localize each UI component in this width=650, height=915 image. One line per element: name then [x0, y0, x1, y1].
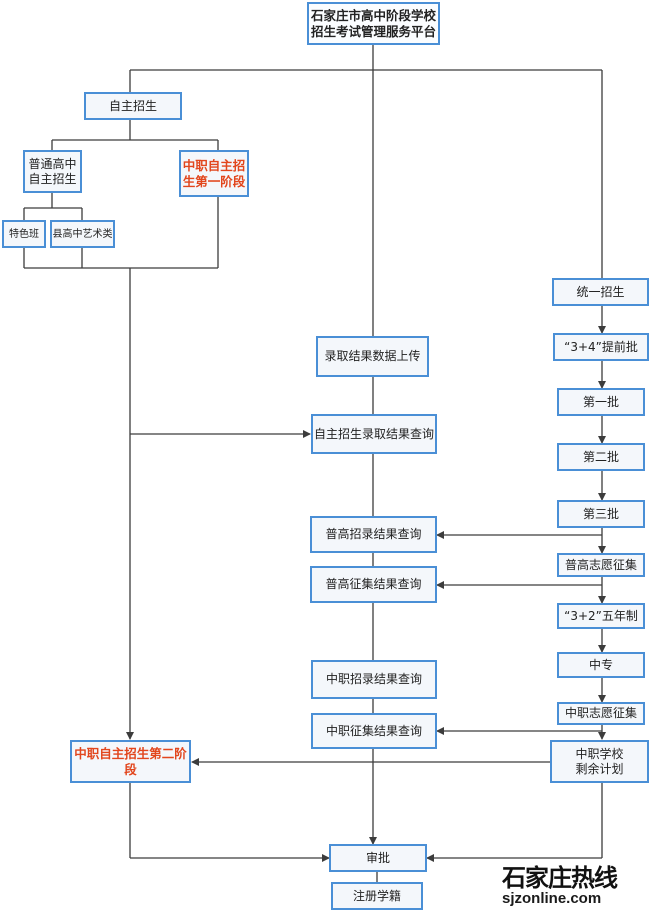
- batch-3-label: 第三批: [582, 506, 619, 521]
- independent-admission-box: 自主招生: [84, 92, 182, 120]
- remaining-plan-line2: 剩余计划: [575, 761, 624, 776]
- sjzonline-watermark: 石家庄热线 sjzonline.com: [502, 858, 647, 914]
- special-class-box: 特色班: [2, 220, 46, 248]
- unified-admission-label: 统一招生: [576, 284, 625, 299]
- vocational-stage2-box: 中职自主招生第二阶 段: [70, 740, 191, 783]
- general-collect-label: 普高志愿征集: [564, 557, 637, 572]
- watermark-name: 石家庄热线: [502, 863, 618, 892]
- batch-3-box: 第三批: [557, 500, 645, 528]
- unified-admission-box: 统一招生: [552, 278, 649, 306]
- upload-results-box: 录取结果数据上传: [316, 336, 429, 377]
- vocational-collect-query-label: 中职征集结果查询: [325, 723, 422, 738]
- remaining-plan-box: 中职学校 剩余计划: [550, 740, 649, 783]
- zhongzhuan-label: 中专: [588, 657, 613, 672]
- batch-1-label: 第一批: [582, 394, 619, 409]
- upload-results-label: 录取结果数据上传: [324, 349, 421, 363]
- general-collect-query-label: 普高征集结果查询: [325, 577, 422, 591]
- independent-query-box: 自主招生录取结果查询: [311, 414, 437, 454]
- general-collect-query-box: 普高征集结果查询: [310, 566, 437, 603]
- platform-title-line1: 石家庄市高中阶段学校: [310, 7, 436, 23]
- approve-box: 审批: [329, 844, 427, 872]
- county-art-box: 县高中艺术类: [50, 220, 115, 248]
- platform-title-box: 石家庄市高中阶段学校 招生考试管理服务平台: [307, 2, 440, 45]
- vocational-collect-query-box: 中职征集结果查询: [311, 713, 437, 749]
- zhongzhuan-box: 中专: [557, 652, 645, 678]
- vocational-stage2-line1: 中职自主招生第二阶: [74, 745, 187, 761]
- batch-1-box: 第一批: [557, 388, 645, 416]
- general-hs-line1: 普通高中: [28, 156, 77, 171]
- general-hs-independent-box: 普通高中 自主招生: [23, 150, 82, 193]
- vocational-stage2-line2: 段: [124, 761, 137, 777]
- register-box: 注册学籍: [331, 882, 423, 910]
- independent-admission-label: 自主招生: [108, 98, 157, 113]
- vocational-stage1-line2: 生第一阶段: [182, 173, 246, 189]
- five-year-box: “3+2”五年制: [557, 603, 645, 629]
- general-collect-box: 普高志愿征集: [557, 553, 645, 577]
- general-hs-line2: 自主招生: [28, 171, 77, 186]
- special-class-label: 特色班: [9, 228, 39, 240]
- remaining-plan-line1: 中职学校: [575, 746, 624, 761]
- general-admit-query-label: 普高招录结果查询: [325, 527, 422, 541]
- vocational-collect-box: 中职志愿征集: [557, 702, 645, 725]
- vocational-stage1-box: 中职自主招 生第一阶段: [179, 150, 249, 197]
- watermark-url: sjzonline.com: [502, 890, 602, 907]
- vocational-collect-label: 中职志愿征集: [564, 706, 637, 720]
- approve-label: 审批: [365, 850, 390, 865]
- register-label: 注册学籍: [352, 888, 401, 903]
- vocational-admit-query-box: 中职招录结果查询: [311, 660, 437, 699]
- county-art-label: 县高中艺术类: [52, 228, 113, 240]
- batch-2-label: 第二批: [582, 449, 619, 464]
- early-batch-box: “3+4”提前批: [553, 333, 649, 361]
- batch-2-box: 第二批: [557, 443, 645, 471]
- early-batch-label: “3+4”提前批: [564, 339, 638, 354]
- vocational-admit-query-label: 中职招录结果查询: [325, 672, 422, 686]
- independent-query-label: 自主招生录取结果查询: [313, 426, 434, 441]
- platform-title-line2: 招生考试管理服务平台: [310, 23, 436, 39]
- five-year-label: “3+2”五年制: [564, 608, 638, 623]
- vocational-stage1-line1: 中职自主招: [182, 157, 246, 173]
- general-admit-query-box: 普高招录结果查询: [310, 516, 437, 553]
